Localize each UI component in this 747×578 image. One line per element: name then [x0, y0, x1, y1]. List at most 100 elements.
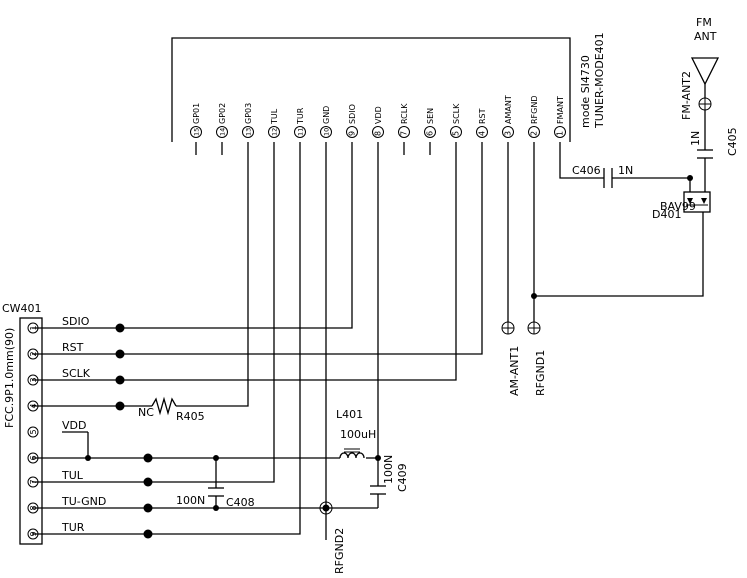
rfgnd1-label: RFGND1: [534, 350, 547, 396]
connector-pin: 3: [27, 374, 39, 386]
connector-part: FCC.9P1.0mm(90): [3, 328, 16, 428]
net-vdd: VDD: [62, 419, 86, 432]
r405-ref: R405: [176, 410, 205, 423]
wires: [32, 142, 704, 540]
connector-pin: 8: [27, 502, 39, 514]
connector-pin: 1: [27, 322, 39, 334]
module-pin-circle: [268, 126, 280, 138]
module-pin-circle: [450, 126, 462, 138]
connector-pin-number: 2: [29, 351, 38, 356]
module-pin-circle: [190, 126, 202, 138]
c408-ref: C408: [226, 496, 255, 509]
module-pin-name: VDD: [374, 106, 383, 124]
connector-pin: 4: [27, 400, 39, 412]
c406-ref: C406: [572, 164, 601, 177]
module-pin-name: GP03: [244, 103, 253, 124]
module-pin-circle: [320, 126, 332, 138]
c409-ref: C409: [396, 463, 409, 492]
net-tur: TUR: [61, 521, 85, 534]
connector-pin-circle: [27, 476, 39, 488]
connector-pin: 6: [27, 452, 39, 464]
fm-ant-line2: ANT: [694, 30, 717, 43]
c405-value: 1N: [689, 131, 702, 146]
net-tugnd: TU-GND: [61, 495, 106, 508]
module-pin-number: 12: [271, 128, 279, 136]
connector-ref: CW401: [2, 302, 42, 315]
net-sdio: SDIO: [62, 315, 90, 328]
module-pin-circle: [216, 126, 228, 138]
module-pin-number: 5: [452, 131, 461, 136]
capacitor-c406: C406 1N: [572, 164, 633, 188]
rfgnd2-label: RFGND2: [333, 528, 346, 574]
d401-ref: D401: [652, 208, 681, 221]
connector-pin-number: 3: [29, 377, 38, 382]
module-model: mode SI4730: [579, 55, 592, 128]
module-pin-circle: [528, 126, 540, 138]
l401-value: 100uH: [340, 428, 376, 441]
connector-pin-number: 8: [29, 505, 38, 510]
junctions: [85, 175, 693, 539]
connector-pin-circle: [27, 528, 39, 540]
c408-value: 100N: [176, 494, 205, 507]
connector-cw401: CW401 FCC.9P1.0mm(90) 1 2 3 4 5 6 7 8 9: [2, 302, 43, 545]
connector-pin: 7: [27, 476, 39, 488]
connector-pin: 9: [27, 528, 39, 540]
module-pin: 5 SCLK: [450, 103, 462, 138]
module-pin: 6 SEN: [424, 108, 436, 138]
resistor-r405: NC R405: [138, 396, 206, 423]
module-pin-name: SEN: [426, 108, 435, 124]
c406-value: 1N: [618, 164, 633, 177]
module-pin: 2 RFGND: [528, 95, 540, 138]
module-pin-number: 6: [426, 131, 435, 136]
connector-pin: 2: [27, 348, 39, 360]
module-pin-name: SCLK: [452, 103, 461, 124]
connector-pin-number: 6: [29, 455, 38, 460]
net-labels: SDIO RST SCLK VDD TUL TU-GND TUR: [61, 315, 106, 534]
connector-pin-circle: [27, 426, 39, 438]
connector-pin-number: 5: [29, 429, 38, 434]
module-pin-circle: [398, 126, 410, 138]
module-pin-name: RST: [478, 108, 487, 124]
module-pin-circle: [554, 126, 566, 138]
connector-pin-circle: [27, 374, 39, 386]
module-pin-number: 14: [219, 128, 227, 136]
connector-pin-circle: [27, 348, 39, 360]
module-pin-circle: [372, 126, 384, 138]
module-pin-number: 2: [530, 131, 539, 136]
connector-pin-number: 1: [29, 325, 38, 330]
module-pin-number: 9: [348, 131, 357, 136]
module-pin-number: 15: [193, 128, 201, 136]
connector-pin-number: 4: [29, 403, 38, 408]
module-ref: TUNER-MODE401: [593, 32, 606, 129]
module-pins: 15GP0114GP0213GP0312TUL11TUR10GND9SDIO8V…: [190, 95, 566, 138]
module-pin-name: GND: [322, 106, 331, 124]
r405-nc: NC: [138, 406, 154, 419]
module-pin-number: 10: [323, 128, 331, 136]
module-pin: 10 GND: [320, 106, 332, 138]
module-pin-name: TUR: [296, 107, 305, 125]
fm-ant-line1: FM: [696, 16, 712, 29]
module-pin-circle: [476, 126, 488, 138]
module-pin-number: 8: [374, 131, 383, 136]
connector-pin-number: 9: [29, 531, 38, 536]
module-pin: 11 TUR: [294, 107, 306, 138]
module-pin-circle: [424, 126, 436, 138]
test-points: AM-ANT1 RFGND1 RFGND2: [333, 321, 547, 574]
net-rst: RST: [62, 341, 84, 354]
tuner-module: mode SI4730 TUNER-MODE401 15GP0114GP0213…: [171, 32, 606, 142]
fm-ant2-label: FM-ANT2: [680, 71, 693, 120]
module-pin-name: GP02: [218, 103, 227, 124]
module-pin-circle: [502, 126, 514, 138]
l401-ref: L401: [336, 408, 363, 421]
module-pin-name: AMANT: [504, 95, 513, 124]
c405-ref: C405: [726, 127, 739, 156]
module-pin-number: 11: [297, 128, 305, 136]
module-pin-name: RCLK: [400, 103, 409, 124]
module-pin-name: RFGND: [530, 95, 539, 124]
connector-pins: 1 2 3 4 5 6 7 8 9: [27, 322, 39, 540]
